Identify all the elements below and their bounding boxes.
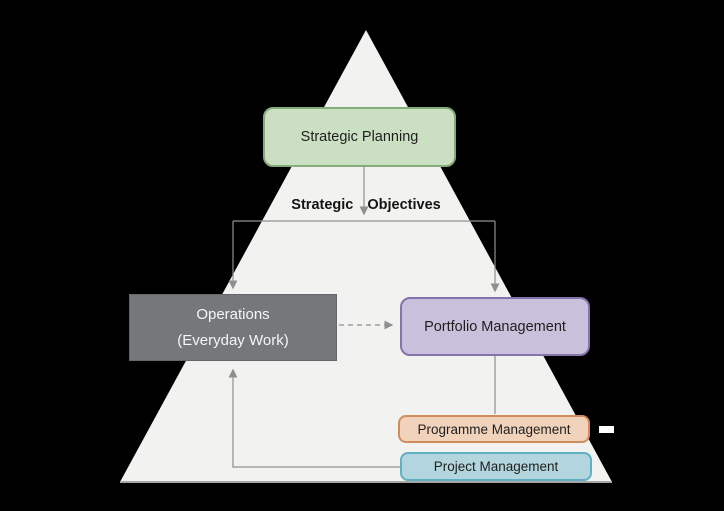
operations-label-line2: (Everyday Work): [177, 331, 289, 349]
connector-project-to-operations-feedback: [228, 368, 400, 468]
portfolio-management-label: Portfolio Management: [424, 318, 566, 335]
portfolio-management-box: Portfolio Management: [400, 297, 590, 356]
operations-label-line1: Operations: [196, 305, 270, 323]
programme-management-label: Programme Management: [417, 421, 571, 437]
pyramid-shape: [120, 30, 612, 482]
strategic-planning-label: Strategic Planning: [300, 129, 419, 145]
project-management-box: Project Management: [400, 452, 592, 481]
operations-box: Operations (Everyday Work): [129, 294, 337, 361]
strategic-objectives-label: Strategic Objectives: [276, 194, 456, 216]
white-dash-artifact: [599, 426, 614, 433]
project-management-label: Project Management: [433, 459, 559, 474]
strategic-objectives-word-2: Objectives: [367, 197, 441, 213]
strategic-planning-box: Strategic Planning: [263, 107, 456, 167]
programme-management-box: Programme Management: [398, 415, 590, 443]
strategic-objectives-word-1: Strategic: [291, 197, 354, 213]
